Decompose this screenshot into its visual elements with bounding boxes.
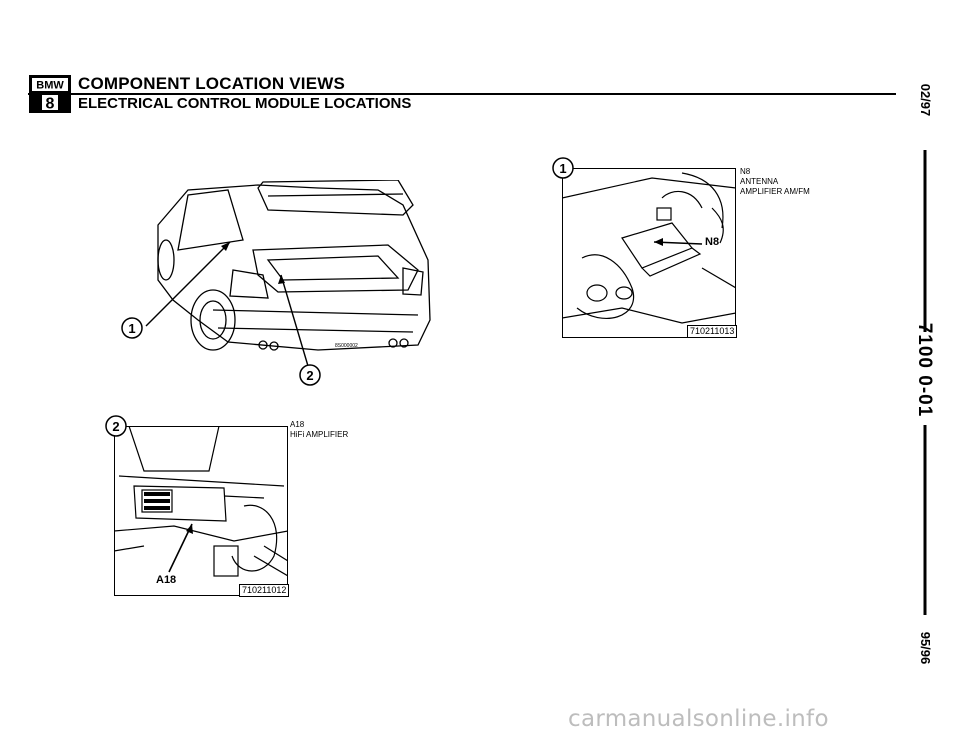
callout-circle: 1 (552, 157, 574, 179)
hifi-arrow-label: A18 (156, 574, 177, 586)
car-overview-illustration (145, 180, 431, 367)
antenna-arrow-label: N8 (705, 236, 720, 248)
page-title: COMPONENT LOCATION VIEWS (78, 74, 346, 93)
hifi-image-code: 710211012 (239, 584, 290, 597)
hifi-component-name: HiFi AMPLIFIER (290, 430, 349, 439)
callout-circle: 2 (299, 364, 321, 386)
watermark-text: carmanualsonline.info (568, 706, 829, 732)
antenna-component-detail: AMPLIFIER AM/FM (740, 187, 810, 196)
antenna-callout: 1 (559, 161, 566, 176)
overview-callout-1: 1 (128, 321, 135, 336)
antenna-component-id: N8 (740, 167, 751, 176)
logo-bmw-text: BMW (36, 80, 64, 92)
hifi-amplifier-detail-illustration (114, 426, 288, 596)
date-top: 02/97 (918, 83, 933, 117)
callout-circle: 2 (105, 415, 127, 437)
page-subtitle: ELECTRICAL CONTROL MODULE LOCATIONS (78, 95, 412, 112)
section-code: 7100 0-01 (914, 322, 935, 418)
header-rule (28, 93, 896, 95)
antenna-component-name: ANTENNA (740, 177, 779, 186)
margin-rules (923, 150, 927, 615)
overview-callout-2: 2 (306, 368, 313, 383)
logo-8-text: 8 (46, 96, 55, 113)
overview-image-code: 8S000002 (335, 343, 358, 349)
antenna-amplifier-detail-illustration (562, 168, 736, 338)
hifi-component-id: A18 (290, 420, 305, 429)
date-bottom: 95/96 (918, 631, 933, 665)
hifi-callout: 2 (112, 419, 119, 434)
callout-circle: 1 (121, 317, 143, 339)
antenna-image-code: 710211013 (687, 325, 738, 338)
